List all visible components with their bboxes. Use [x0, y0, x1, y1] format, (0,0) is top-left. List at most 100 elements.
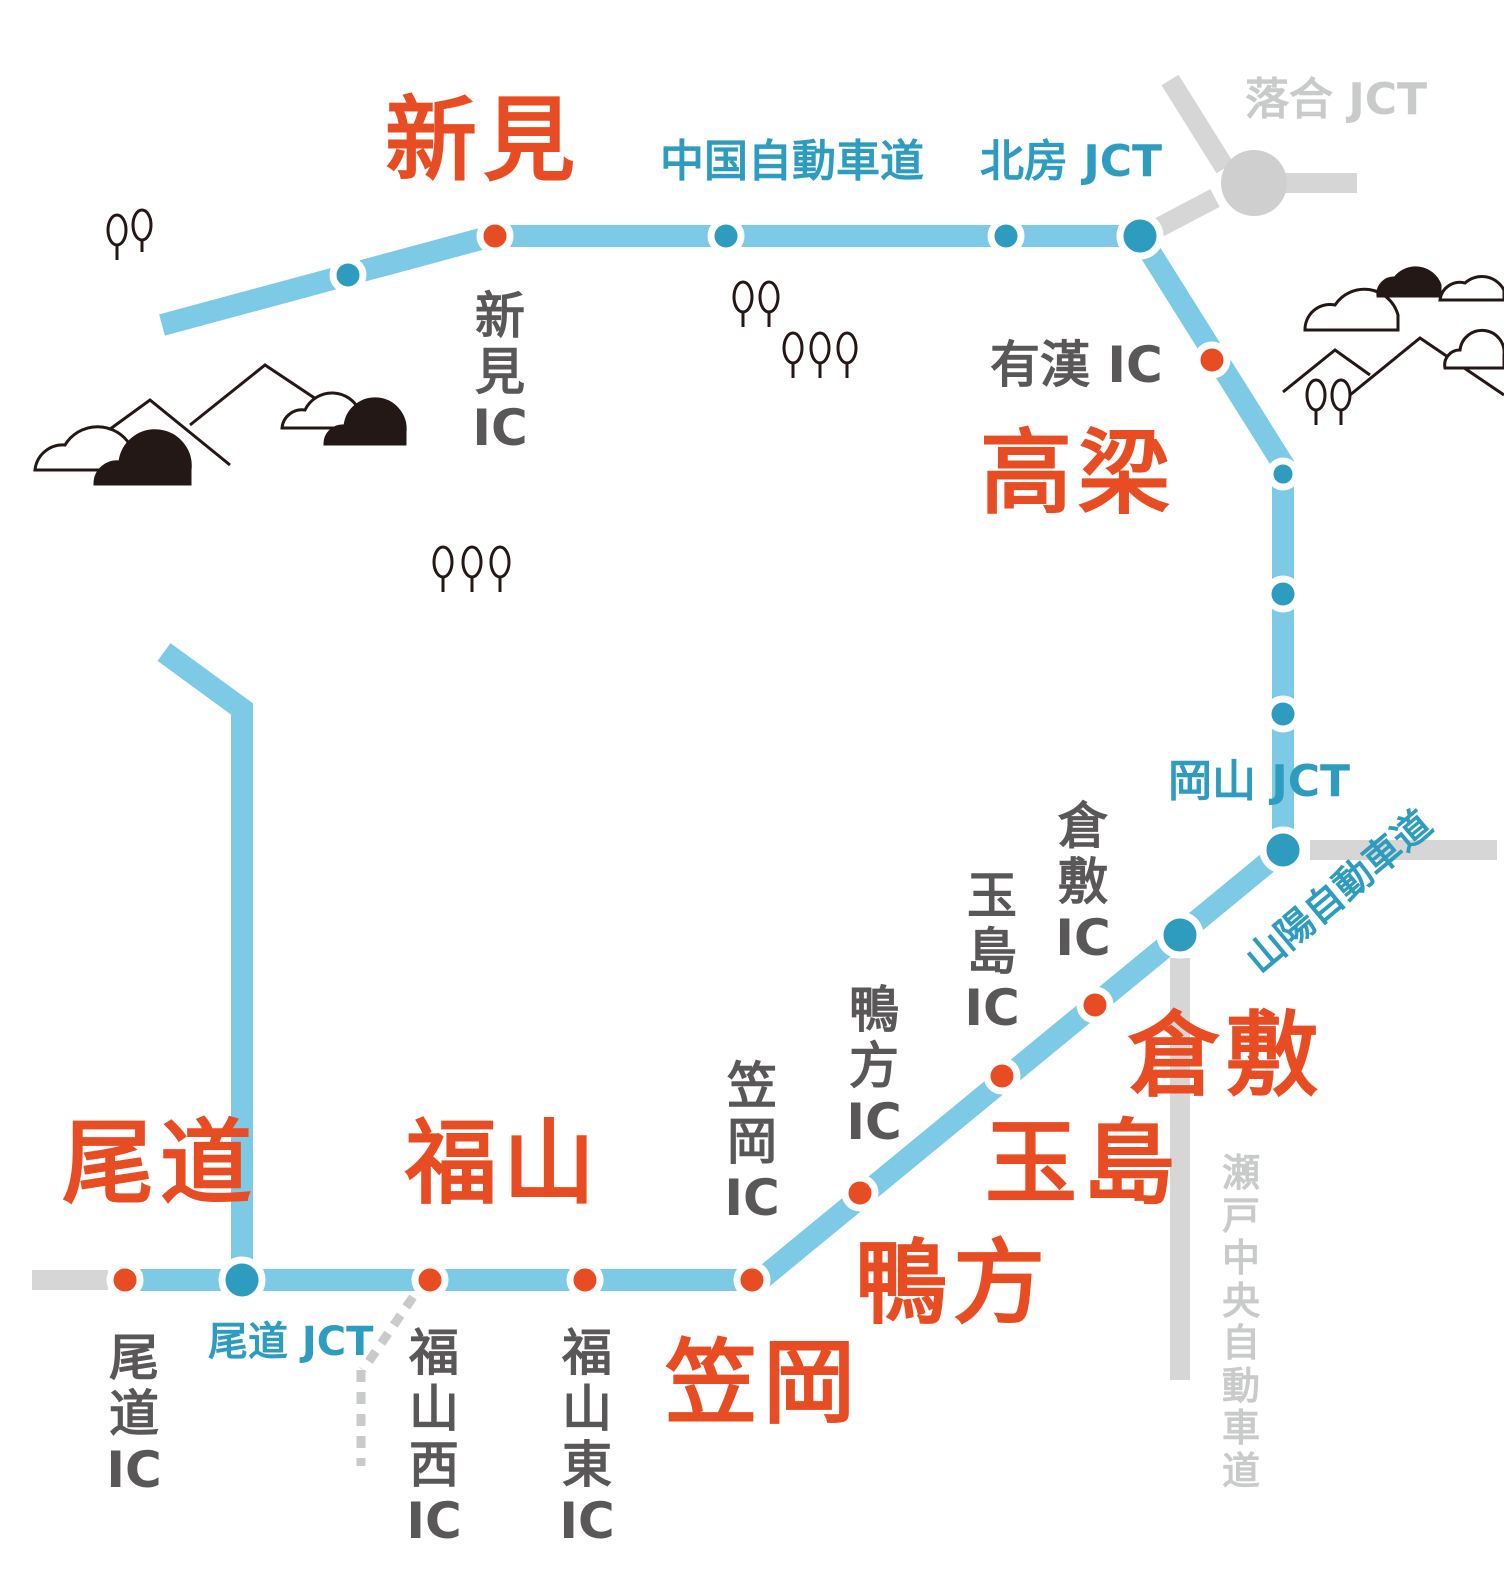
hokubo-jct-label: 北房 JCT: [980, 136, 1162, 187]
cloud-icon: [1376, 266, 1442, 298]
cloud-icon: [1303, 287, 1400, 332]
cloud-icon: [323, 397, 407, 446]
label-char: 西: [409, 1436, 459, 1494]
label-char: IC: [559, 1492, 615, 1550]
city-kurashiki: 倉敷: [1128, 1002, 1325, 1109]
scenery-east: [1282, 266, 1504, 397]
label-char: IC: [106, 1441, 162, 1499]
kasaoka-ic-dot: [733, 1261, 771, 1299]
ochiai-road-link: [1153, 189, 1220, 237]
onomichi-jct-label: 尾道 JCT: [208, 1319, 374, 1365]
fukuyama-higashi-ic-dot: [566, 1261, 604, 1299]
tree-icon: [809, 331, 831, 378]
chugoku-pass-dot-1: [329, 256, 367, 294]
ochiai-jct-label: 落合 JCT: [1245, 74, 1427, 125]
scenery-west: [33, 363, 407, 486]
okayama-pass-dot-3: [1264, 695, 1302, 733]
city-onomichi: 尾道: [62, 1110, 259, 1217]
label-char: 動: [1221, 1363, 1260, 1408]
label-char: IC: [472, 399, 528, 457]
cloud-icon: [93, 429, 192, 486]
label-char: 瀬: [1221, 1151, 1260, 1195]
kamogata-ic-dot: [841, 1174, 879, 1212]
cloud-icon: [33, 425, 132, 472]
chugoku-pass-dot-2: [707, 217, 745, 255]
label-char: 見: [475, 343, 525, 401]
city-niimi: 新見: [385, 87, 582, 194]
label-char: 鴨: [849, 981, 899, 1039]
label-char: 福: [409, 1324, 459, 1382]
label-char: 方: [849, 1037, 899, 1095]
label-char: 倉: [1058, 797, 1108, 855]
other-roads: [32, 74, 1497, 1466]
label-char: IC: [1055, 909, 1111, 967]
ukan-ic-dot: [1193, 341, 1231, 379]
ochiai-road-nw: [1161, 74, 1234, 174]
tree-icon: [131, 208, 153, 252]
city-tamashima: 玉島: [985, 1110, 1182, 1217]
label-char: 車: [1221, 1406, 1260, 1451]
label-char: 玉: [967, 867, 1017, 925]
fukuyama-nishi-ic-dot: [411, 1261, 449, 1299]
tree-icon: [461, 545, 483, 592]
label-char: 新: [475, 287, 525, 345]
okayama-pass-dot-1: [1266, 457, 1300, 491]
seto-chuo-text: 瀬戸中央自動車道: [1218, 1152, 1264, 1492]
label-char: IC: [846, 1093, 902, 1151]
label-char: 山: [409, 1380, 459, 1438]
label-char: 自: [1221, 1321, 1260, 1366]
chugoku-pass-dot-3: [987, 217, 1025, 255]
city-fukuyama: 福山: [405, 1110, 602, 1217]
tree-icon: [836, 331, 858, 378]
label-char: IC: [406, 1492, 462, 1550]
city-kamogata: 鴨方: [855, 1230, 1052, 1337]
station-dots: [106, 212, 1307, 1304]
label-char: 尾: [109, 1329, 159, 1387]
nishiseto-road: [359, 1294, 417, 1373]
onomichi-branch-line: [157, 643, 253, 1280]
ochiai-jct-dot: [1221, 150, 1287, 216]
tree-icon: [1330, 378, 1352, 425]
label-char: 央: [1221, 1278, 1260, 1323]
trees: [106, 208, 1352, 592]
okayama-jct-label: 岡山 JCT: [1168, 756, 1350, 807]
label-char: 道: [1221, 1448, 1260, 1493]
city-takahashi: 高梁: [980, 420, 1177, 527]
okayama-pass-dot-2: [1264, 575, 1302, 613]
tree-icon: [489, 545, 511, 592]
tree-icon: [106, 213, 128, 260]
niimi-ic-dot: [476, 217, 514, 255]
sanyo-expressway-label: 山陽自動車道: [1238, 802, 1441, 982]
label-char: IC: [964, 979, 1020, 1037]
label-char: 道: [109, 1385, 159, 1443]
chugoku-expressway-label: 中国自動車道: [660, 136, 924, 187]
label-char: 山: [562, 1380, 612, 1438]
label-char: 中: [1221, 1236, 1260, 1281]
tree-icon: [732, 280, 754, 327]
kurashiki-jct-dot: [1156, 911, 1204, 959]
onomichi-jct-dot: [218, 1256, 266, 1304]
cloud-icon: [280, 391, 362, 430]
tree-icon: [758, 280, 780, 327]
tree-icon: [432, 545, 454, 592]
mountain-icon: [1282, 348, 1371, 394]
hokubo-jct-dot: [1116, 212, 1164, 260]
label-char: 福: [562, 1324, 612, 1382]
label-char: 島: [967, 923, 1017, 981]
